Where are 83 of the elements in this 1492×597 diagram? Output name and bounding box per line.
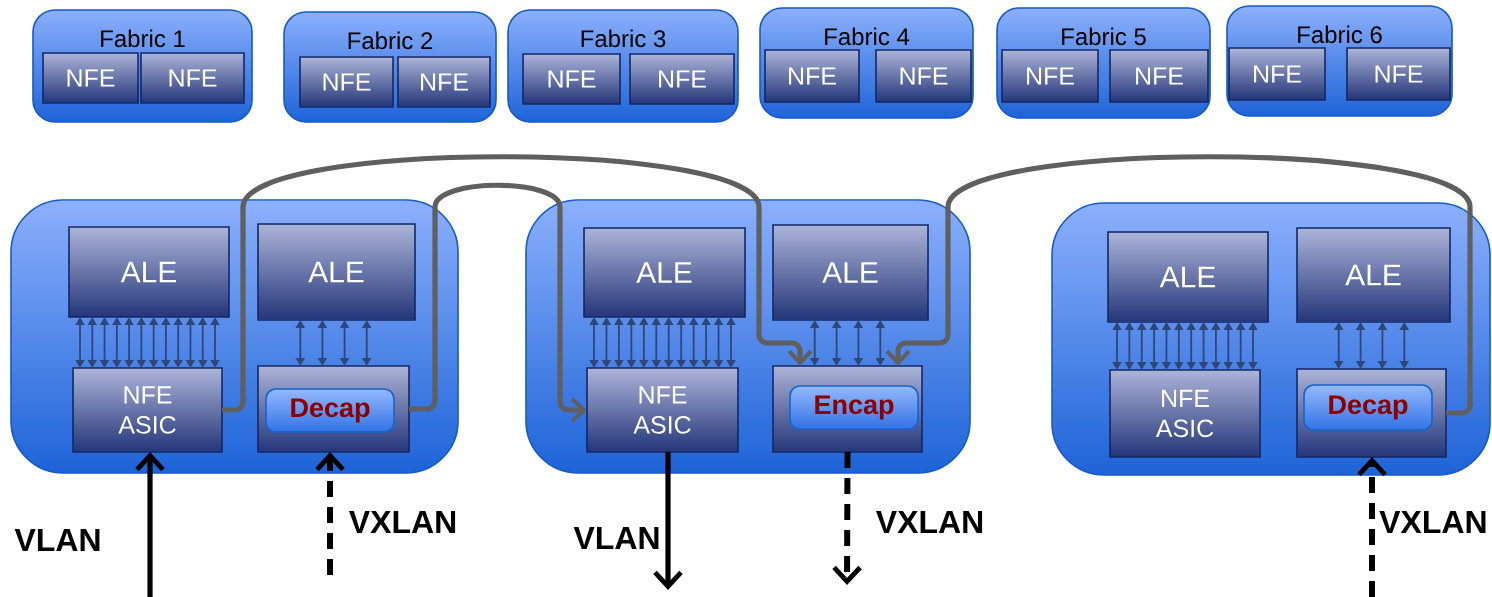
- double-arrow: [713, 317, 724, 368]
- double-arrow: [688, 317, 699, 368]
- edge-label: VXLAN: [346, 509, 460, 535]
- arrow: [315, 452, 345, 575]
- double-arrow: [75, 317, 85, 368]
- double-arrow: [317, 320, 328, 366]
- double-arrow: [639, 317, 649, 368]
- double-arrow: [1248, 322, 1258, 370]
- double-arrow: [663, 317, 674, 368]
- ale-chip: ALE: [257, 223, 416, 321]
- nfe-chip: NFE: [1346, 47, 1451, 101]
- double-arrow: [124, 317, 134, 368]
- nfe-chip: NFE: [42, 52, 139, 104]
- nfe-chip: NFE: [1109, 49, 1209, 103]
- double-arrow: [161, 317, 171, 368]
- double-arrow: [136, 317, 147, 368]
- double-arrow: [875, 320, 886, 366]
- double-arrow: [185, 317, 196, 368]
- nfe-chip: NFE: [397, 56, 491, 108]
- double-arrow: [726, 317, 736, 368]
- double-arrow: [87, 317, 98, 368]
- double-arrow: [1355, 322, 1366, 369]
- nfe-chip: NFE: [140, 52, 245, 104]
- double-arrow: [1399, 322, 1410, 369]
- arrow: [1357, 457, 1387, 597]
- double-arrow: [173, 317, 183, 368]
- arrow: [653, 452, 683, 590]
- double-arrow: [361, 320, 372, 366]
- double-arrow: [831, 320, 842, 366]
- ale-chip: ALE: [583, 227, 746, 318]
- double-arrow: [112, 317, 122, 368]
- ale-chip: ALE: [1107, 231, 1269, 323]
- ale-chip: ALE: [772, 224, 929, 321]
- nfe-chip: NFE: [875, 49, 972, 103]
- asic-chip: NFE ASIC: [1109, 369, 1261, 458]
- double-arrow: [701, 317, 711, 368]
- double-arrow: [626, 317, 637, 368]
- nfe-chip: NFE: [522, 53, 621, 105]
- double-arrow: [210, 317, 220, 368]
- double-arrow: [1112, 322, 1122, 370]
- arrow: [832, 451, 862, 585]
- double-arrow: [1174, 322, 1184, 370]
- double-arrow: [1223, 322, 1234, 370]
- double-arrow: [1235, 322, 1246, 370]
- double-arrow: [676, 317, 686, 368]
- arrow: [135, 452, 165, 597]
- double-arrow: [1124, 322, 1135, 370]
- asic-chip: NFE ASIC: [72, 367, 223, 453]
- asic-chip: NFE ASIC: [586, 367, 739, 453]
- double-arrow: [148, 317, 159, 368]
- nfe-chip: NFE: [299, 56, 394, 108]
- nfe-chip: NFE: [1001, 49, 1099, 103]
- nfe-chip: NFE: [629, 53, 735, 105]
- decap-button: Decap: [1303, 384, 1433, 431]
- double-arrow: [1377, 322, 1388, 369]
- double-arrow: [809, 320, 820, 366]
- double-arrow: [295, 320, 306, 366]
- edge-label: VLAN: [12, 527, 104, 553]
- double-arrow: [1211, 322, 1221, 370]
- double-arrow: [99, 317, 110, 368]
- double-arrow: [651, 317, 662, 368]
- edge-label: VLAN: [571, 525, 663, 551]
- double-arrow: [601, 317, 612, 368]
- double-arrow: [589, 317, 599, 368]
- double-arrow: [1149, 322, 1159, 370]
- double-arrow: [1161, 322, 1172, 370]
- double-arrow: [614, 317, 624, 368]
- double-arrow: [1333, 322, 1344, 369]
- edge-label: VXLAN: [873, 509, 987, 535]
- double-arrow: [1136, 322, 1147, 370]
- nfe-chip: NFE: [1228, 47, 1326, 101]
- double-arrow: [1198, 322, 1209, 370]
- nfe-chip: NFE: [764, 49, 860, 103]
- edge-label: VXLAN: [1377, 509, 1490, 535]
- decap-button: Encap: [789, 385, 919, 430]
- double-arrow: [197, 317, 208, 368]
- arrow: [222, 154, 813, 413]
- ale-chip: ALE: [1296, 227, 1451, 323]
- double-arrow: [853, 320, 864, 366]
- double-arrow: [339, 320, 350, 366]
- ale-chip: ALE: [68, 226, 230, 318]
- double-arrow: [1186, 322, 1196, 370]
- decap-button: Decap: [265, 388, 395, 433]
